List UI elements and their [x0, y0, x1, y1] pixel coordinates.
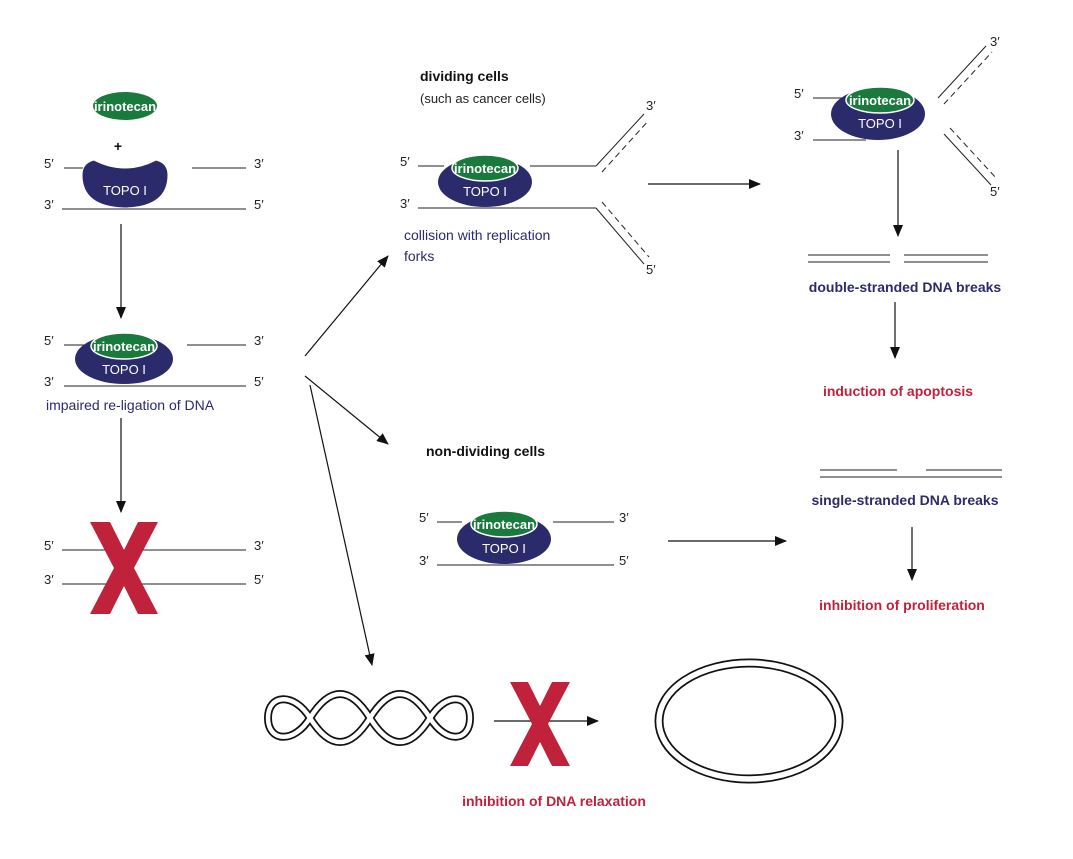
single-strand-breaks-label: single-stranded DNA breaks — [812, 492, 999, 508]
topo-i-label: TOPO I — [463, 184, 507, 199]
five-prime-label: 5′ — [646, 262, 656, 277]
topo-unbound-complex: TOPO I 5′ 3′ 3′ 5′ — [44, 156, 264, 212]
fork-upper-strand — [595, 113, 645, 167]
topo-i-label: TOPO I — [103, 183, 147, 198]
dividing-cells-subtitle: (such as cancer cells) — [420, 91, 546, 106]
three-prime-label: 3′ — [254, 156, 264, 171]
single-strand-break-symbol — [820, 469, 1002, 478]
red-x-mark — [510, 682, 570, 766]
arrow-to-dividing-cells — [304, 255, 389, 357]
dividing-cells-title: dividing cells — [420, 68, 509, 84]
five-prime-label: 5′ — [990, 184, 1000, 199]
broken-arm-lower-new-strand — [949, 127, 998, 180]
double-strand-break-symbol — [808, 254, 988, 263]
non-dividing-cells-title: non-dividing cells — [426, 443, 545, 459]
three-prime-label: 3′ — [619, 510, 629, 525]
irinotecan-molecule-shape — [93, 92, 157, 120]
relaxed-circular-dna — [654, 658, 844, 784]
fork-lower-new-strand — [601, 201, 650, 258]
impaired-religation-label: impaired re-ligation of DNA — [46, 397, 215, 413]
topo-i-label: TOPO I — [858, 116, 902, 131]
three-prime-label: 3′ — [400, 196, 410, 211]
three-prime-label: 3′ — [254, 538, 264, 553]
supercoil-inner — [265, 691, 473, 745]
broken-arm-upper-new-strand — [943, 51, 993, 105]
fork-upper-new-strand — [601, 119, 650, 173]
topo-i-enzyme-shape — [81, 159, 169, 209]
three-prime-label: 3′ — [44, 197, 54, 212]
three-prime-label: 3′ — [419, 553, 429, 568]
irinotecan-molecule-shape — [451, 154, 519, 182]
five-prime-label: 5′ — [254, 197, 264, 212]
irinotecan-molecule-shape — [845, 86, 915, 114]
five-prime-label: 5′ — [44, 538, 54, 553]
five-prime-label: 5′ — [44, 156, 54, 171]
proliferation-outcome-label: inhibition of proliferation — [819, 597, 985, 613]
irinotecan-label: irinotecan — [454, 161, 516, 176]
fork-lower-strand — [595, 207, 645, 265]
collision-label-line1: collision with replication — [404, 227, 550, 243]
blocked-religation: 5′ 3′ 3′ 5′ — [44, 522, 264, 614]
five-prime-label: 5′ — [619, 553, 629, 568]
irinotecan-label: irinotecan — [473, 517, 535, 532]
relaxation-outcome-label: inhibition of DNA relaxation — [462, 793, 646, 809]
apoptosis-outcome-label: induction of apoptosis — [823, 383, 973, 399]
topo-i-label: TOPO I — [482, 541, 526, 556]
three-prime-label: 3′ — [44, 374, 54, 389]
plus-sign: + — [114, 138, 122, 154]
irinotecan-label: irinotecan — [94, 99, 156, 114]
irinotecan-molecule-shape — [470, 510, 538, 538]
ternary-complex-left: irinotecan TOPO I 5′ 3′ 3′ 5′ — [44, 332, 264, 389]
five-prime-label: 5′ — [44, 333, 54, 348]
five-prime-label: 5′ — [254, 572, 264, 587]
collapsed-fork-complex: irinotecan TOPO I 5′ 3′ 3′ 5′ — [794, 34, 1000, 199]
five-prime-label: 5′ — [794, 86, 804, 101]
five-prime-label: 5′ — [400, 154, 410, 169]
irinotecan-molecule-shape — [90, 332, 158, 360]
arrow-to-non-dividing-cells — [304, 375, 389, 445]
free-irinotecan: irinotecan — [93, 92, 157, 120]
irinotecan-label: irinotecan — [93, 339, 155, 354]
three-prime-label: 3′ — [646, 98, 656, 113]
irinotecan-label: irinotecan — [849, 93, 911, 108]
double-strand-breaks-label: double-stranded DNA breaks — [809, 279, 1002, 295]
ternary-complex-non-dividing: irinotecan TOPO I 5′ 3′ 3′ 5′ — [419, 510, 629, 568]
five-prime-label: 5′ — [419, 510, 429, 525]
ternary-complex-dividing: irinotecan TOPO I 5′ 3′ 3′ 5′ — [400, 98, 656, 277]
broken-arm-lower-strand — [943, 133, 992, 186]
relaxed-circle-inner — [656, 660, 842, 782]
supercoiled-dna — [263, 690, 475, 746]
three-prime-label: 3′ — [990, 34, 1000, 49]
five-prime-label: 5′ — [254, 374, 264, 389]
three-prime-label: 3′ — [794, 128, 804, 143]
topo-i-label: TOPO I — [102, 362, 146, 377]
collision-label-line2: forks — [404, 248, 434, 264]
three-prime-label: 3′ — [44, 572, 54, 587]
broken-arm-upper-strand — [937, 45, 987, 99]
red-x-mark — [90, 522, 158, 614]
three-prime-label: 3′ — [254, 333, 264, 348]
arrow-to-dna-relaxation — [309, 384, 375, 666]
